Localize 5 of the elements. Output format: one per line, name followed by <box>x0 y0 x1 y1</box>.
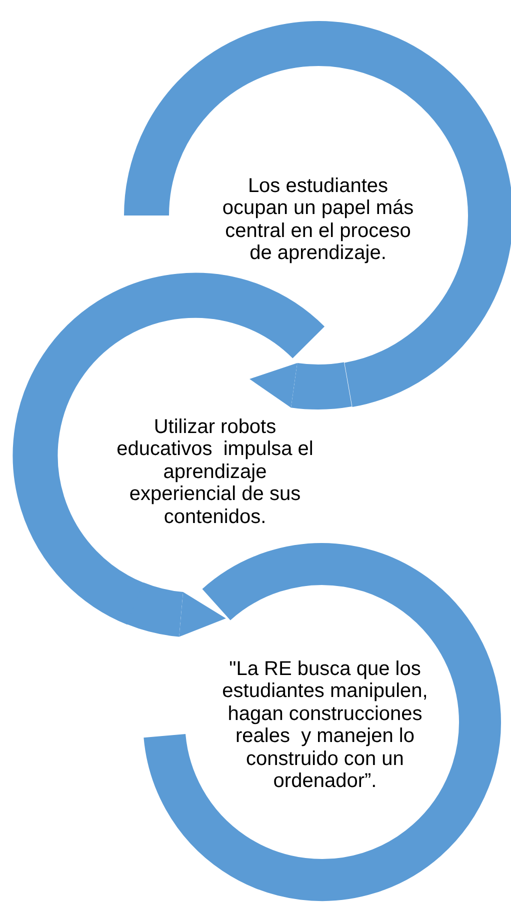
ring-text: "La RE busca que los estudiantes manipulen, hagan construcciones reales y manejen lo construido con un ordenador”. <box>221 658 429 792</box>
arrow <box>127 582 226 637</box>
ring-text: Utilizar robots educativos impulsa el aprendizaje experiencial de sus contenidos. <box>116 416 314 528</box>
ring-text: Los estudiantes ocupan un papel más central en el proceso de aprendizaje. <box>221 175 415 265</box>
arrow <box>249 362 351 410</box>
